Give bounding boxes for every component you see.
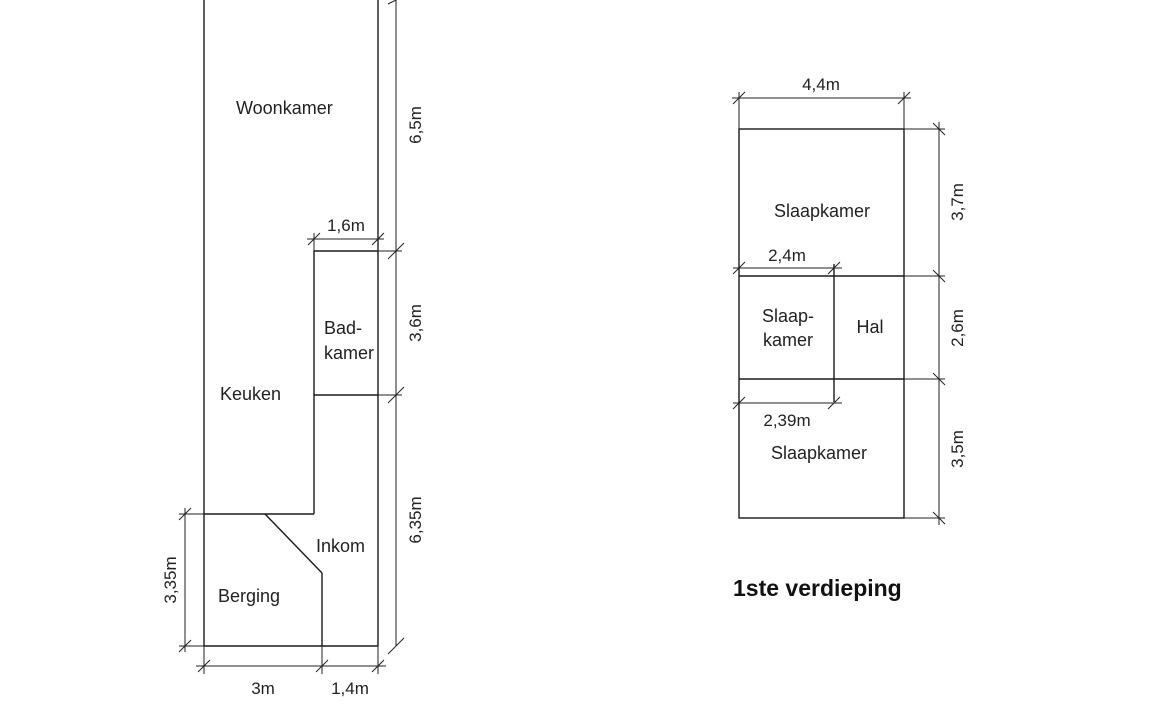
room-label-slaapkamer-bottom: Slaapkamer	[771, 443, 867, 463]
ground-floor-plan: Woonkamer Keuken Bad- kamer Inkom Bergin…	[161, 0, 425, 698]
dimension-label-mid-width: 2,4m	[768, 246, 806, 265]
dimension-tick	[932, 269, 946, 283]
first-floor-outline	[738, 128, 905, 519]
dimension-tick	[197, 659, 211, 673]
first-floor-plan: Slaapkamer Slaap- kamer Hal Slaapkamer 4…	[732, 75, 967, 601]
dimension-tick	[732, 396, 746, 410]
dimension-tick	[178, 507, 192, 521]
room-label-slaapkamer-mid-line1: Slaap-	[762, 306, 814, 326]
dimension-tick	[897, 91, 911, 105]
dimension-tick	[387, 637, 405, 655]
dimension-label-bottom-width: 2,39m	[763, 411, 810, 430]
dimension-tick	[827, 396, 841, 410]
dimension-tick	[387, 0, 398, 5]
room-label-slaapkamer-top: Slaapkamer	[774, 201, 870, 221]
dimension-tick	[178, 639, 192, 653]
dimension-tick	[307, 232, 321, 246]
room-label-keuken: Keuken	[220, 384, 281, 404]
room-label-badkamer-line1: Bad-	[324, 318, 362, 338]
dimension-label-bathroom-height: 3,6m	[406, 304, 425, 342]
dimension-label-storage-width: 3m	[251, 679, 275, 698]
dimension-tick	[387, 386, 405, 404]
dimension-tick	[932, 372, 946, 386]
room-label-berging: Berging	[218, 586, 280, 606]
room-label-woonkamer: Woonkamer	[236, 98, 333, 118]
room-label-slaapkamer-mid-line2: kamer	[763, 330, 813, 350]
dimension-tick	[732, 261, 746, 275]
dimension-tick	[371, 232, 385, 246]
storage-diagonal-wall	[264, 513, 323, 574]
dimension-tick	[315, 659, 329, 673]
first-floor-caption: 1ste verdieping	[733, 575, 902, 601]
room-label-inkom: Inkom	[316, 536, 365, 556]
dimension-label-first-floor-width: 4,4m	[802, 75, 840, 94]
room-label-hal: Hal	[856, 317, 883, 337]
room-label-badkamer-line2: kamer	[324, 343, 374, 363]
dimension-label-storage-height: 3,35m	[161, 556, 180, 603]
dimension-label-mid-height: 2,6m	[948, 309, 967, 347]
dimension-tick	[732, 91, 746, 105]
dimension-tick	[827, 261, 841, 275]
dimension-label-entry-height: 6,35m	[406, 496, 425, 543]
dimension-label-entry-width: 1,4m	[331, 679, 369, 698]
dimension-tick	[932, 511, 946, 525]
dimension-tick	[371, 659, 385, 673]
dimension-label-bathroom-width: 1,6m	[327, 216, 365, 235]
dimension-tick	[932, 122, 946, 136]
dimension-label-top-height: 3,7m	[948, 183, 967, 221]
dimension-label-woonkamer-height: 6,5m	[406, 106, 425, 144]
dimension-tick	[387, 242, 405, 260]
dimension-label-bottom-height: 3,5m	[948, 430, 967, 468]
